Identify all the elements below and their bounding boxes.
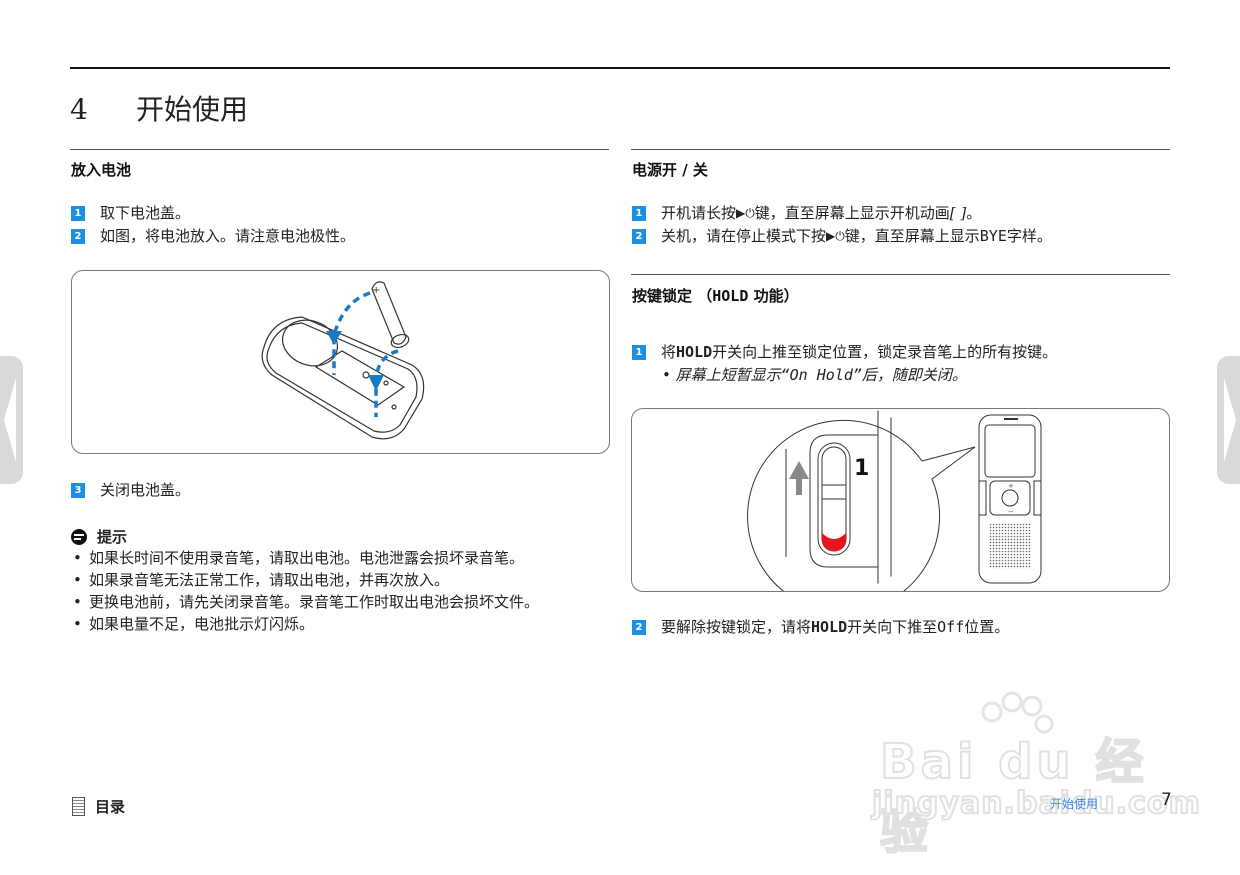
chapter-heading: 4 开始使用 [70, 88, 248, 128]
next-page-button[interactable] [1217, 356, 1240, 484]
step-number-badge: 2 [632, 620, 646, 635]
battery-figure: + [71, 270, 610, 454]
section-title-power: 电源开 / 关 [632, 161, 708, 179]
step-item: 2 如图，将电池放入。请注意电池极性。 [71, 225, 355, 248]
chevron-right-icon [1224, 378, 1236, 462]
section-rule [631, 149, 1170, 150]
section-title-insert-battery: 放入电池 [71, 161, 132, 179]
document-icon [72, 797, 85, 816]
watermark-line1: Bai du 经验 [879, 733, 1148, 861]
step-number-badge: 2 [71, 229, 85, 244]
hold-switch-illustration: 1 + − [747, 409, 1042, 613]
step-number-badge: 2 [632, 229, 646, 244]
play-power-key-icon: ▶⏻ [736, 206, 755, 220]
svg-text:+: + [372, 285, 380, 296]
step-number-badge: 1 [632, 206, 646, 221]
on-hold-text: “On Hold” [780, 366, 862, 384]
watermark-line2: jingyan.baidu.com [871, 785, 1201, 822]
step-item: 1 将 HOLD 开关向上推至锁定位置，锁定录音笔上的所有按键。 [632, 341, 1057, 364]
chapter-number: 4 [70, 93, 88, 126]
step-text: 开机请长按 [661, 204, 737, 222]
step-number-badge: 1 [71, 206, 85, 221]
play-power-key-icon: ▶⏻ [826, 229, 845, 243]
baidu-watermark: Bai du 经验 jingyan.baidu.com [870, 688, 1201, 861]
footer-section-name: 开始使用 [1050, 797, 1099, 811]
step-number-badge: 1 [632, 345, 646, 360]
bye-text: BYE [979, 227, 1007, 245]
section-rule [631, 274, 1170, 275]
tip-item: 如果电量不足，电池批示灯闪烁。 [71, 613, 611, 635]
battery-insertion-illustration: + [261, 281, 425, 440]
tips-list: 如果长时间不使用录音笔，请取出电池。电池泄露会损坏录音笔。 如果录音笔无法正常工… [71, 547, 611, 635]
step-item: 3 关闭电池盖。 [71, 479, 190, 502]
svg-text:−: − [1008, 508, 1014, 516]
step-item: 2 关机，请在停止模式下按 ▶⏻ 键，直至屏幕上显示 BYE 字样。 [632, 225, 1052, 248]
svg-text:1: 1 [854, 456, 869, 481]
hold-steps: 1 将 HOLD 开关向上推至锁定位置，锁定录音笔上的所有按键。 • 屏幕上短暂… [632, 341, 1057, 387]
step-text: 关闭电池盖。 [100, 481, 191, 499]
tip-item: 更换电池前，请先关闭录音笔。录音笔工作时取出电池会损坏文件。 [71, 591, 611, 613]
step-item: 2 要解除按键锁定，请将 HOLD 开关向下推至 Off 位置。 [632, 616, 1009, 639]
hold-keyword: HOLD [676, 343, 713, 361]
step-text: 如图，将电池放入。请注意电池极性。 [100, 227, 356, 245]
step-text: 取下电池盖。 [100, 204, 191, 222]
step-item: 1 取下电池盖。 [71, 202, 355, 225]
top-rule [70, 67, 1170, 69]
section-rule [70, 149, 609, 150]
paw-icon [981, 691, 1054, 734]
table-of-contents-link[interactable]: 目录 [72, 796, 125, 817]
power-steps: 1 开机请长按 ▶⏻ 键，直至屏幕上显示开机动画 [ ] 。 2 关机，请在停止… [632, 202, 1052, 248]
off-keyword: Off [937, 618, 965, 636]
tips-title: 提示 [97, 528, 128, 546]
step-text: 关机，请在停止模式下按 [661, 227, 827, 245]
sub-bullet: • 屏幕上短暂显示 “On Hold” 后，随即关闭。 [632, 364, 1057, 387]
chevron-left-icon [4, 378, 16, 462]
tip-item: 如果录音笔无法正常工作，请取出电池，并再次放入。 [71, 569, 611, 591]
svg-text:+: + [1008, 482, 1014, 490]
step-number-badge: 3 [71, 483, 85, 498]
battery-steps: 1 取下电池盖。 2 如图，将电池放入。请注意电池极性。 [71, 202, 355, 248]
tips-section: 提示 如果长时间不使用录音笔，请取出电池。电池泄露会损坏录音笔。 如果录音笔无法… [71, 526, 611, 635]
hold-keyword: HOLD [811, 618, 848, 636]
step-item: 1 开机请长按 ▶⏻ 键，直至屏幕上显示开机动画 [ ] 。 [632, 202, 1052, 225]
tips-heading: 提示 [71, 526, 611, 547]
note-icon [71, 528, 87, 545]
toc-label: 目录 [95, 798, 126, 816]
chapter-title: 开始使用 [136, 93, 249, 126]
previous-page-button[interactable] [0, 356, 23, 484]
boot-animation-placeholder: [ ] [949, 204, 967, 222]
hold-figure: 1 + − [631, 408, 1170, 613]
section-title-hold: 按键锁定 （HOLD 功能） [632, 287, 799, 305]
tip-item: 如果长时间不使用录音笔，请取出电池。电池泄露会损坏录音笔。 [71, 547, 611, 569]
page-number: 7 [1161, 790, 1172, 810]
